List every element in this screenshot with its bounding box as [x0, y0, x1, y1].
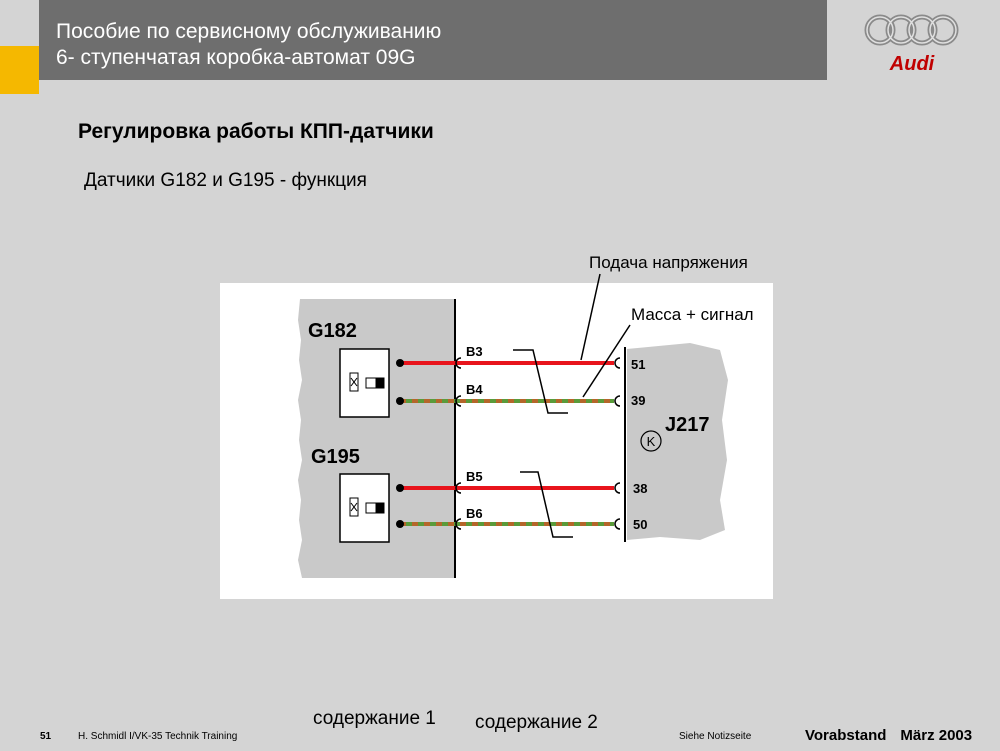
- terminal-39: 39: [631, 393, 645, 408]
- header-title-line1: Пособие по сервисному обслуживанию: [56, 20, 442, 43]
- page-number: 51: [40, 731, 52, 742]
- hall-sensor-icon: [349, 497, 385, 517]
- wire-break-marker-2: [520, 471, 573, 538]
- control-unit-symbol: K: [647, 434, 656, 449]
- footer-date: März 2003: [900, 727, 973, 744]
- terminal-51: 51: [631, 357, 645, 372]
- annotation-supply-pointer: [580, 273, 601, 361]
- header-title-line2: 6- ступенчатая коробка-автомат 09G: [56, 46, 416, 69]
- sensor-housing: [298, 299, 455, 578]
- audi-rings-logo-icon: Audi: [864, 14, 959, 75]
- terminal-50: 50: [633, 517, 647, 532]
- content-link-2[interactable]: содержание 2: [475, 712, 598, 733]
- pin-b5: B5: [466, 469, 483, 484]
- annotation-ground-pointer: [582, 324, 631, 398]
- annotation-ground-signal: Масса + сигнал: [631, 305, 754, 324]
- audi-wordmark: Audi: [889, 53, 935, 75]
- footer-status: Vorabstand März 2003: [805, 727, 972, 744]
- accent-tab: [0, 46, 39, 94]
- control-unit-symbol-icon: [640, 430, 662, 452]
- control-unit-housing: [627, 343, 728, 540]
- terminal-38: 38: [633, 481, 647, 496]
- header-bar: Пособие по сервисному обслуживанию 6- ст…: [39, 0, 827, 80]
- wire-break-marker-1: [513, 349, 568, 414]
- pin-b3: B3: [466, 344, 483, 359]
- pin-b6: B6: [466, 506, 483, 521]
- page-title: Регулировка работы КПП-датчики: [78, 120, 434, 143]
- content-link-1[interactable]: содержание 1: [313, 708, 436, 729]
- control-unit-label: J217: [665, 414, 710, 436]
- footer-author: H. Schmidl I/VK-35 Technik Training: [78, 731, 238, 742]
- pin-b4: B4: [466, 382, 483, 397]
- hall-sensor-icon: [349, 372, 385, 392]
- sensor-label-g182: G182: [308, 320, 357, 342]
- sensor-label-g195: G195: [311, 446, 360, 468]
- sensor-g182-box: [339, 348, 390, 418]
- footer-notes: Siehe Notizseite: [679, 731, 752, 742]
- footer-status-label: Vorabstand: [805, 727, 887, 744]
- page-subtitle: Датчики G182 и G195 - функция: [84, 170, 367, 191]
- annotation-supply: Подача напряжения: [589, 253, 748, 272]
